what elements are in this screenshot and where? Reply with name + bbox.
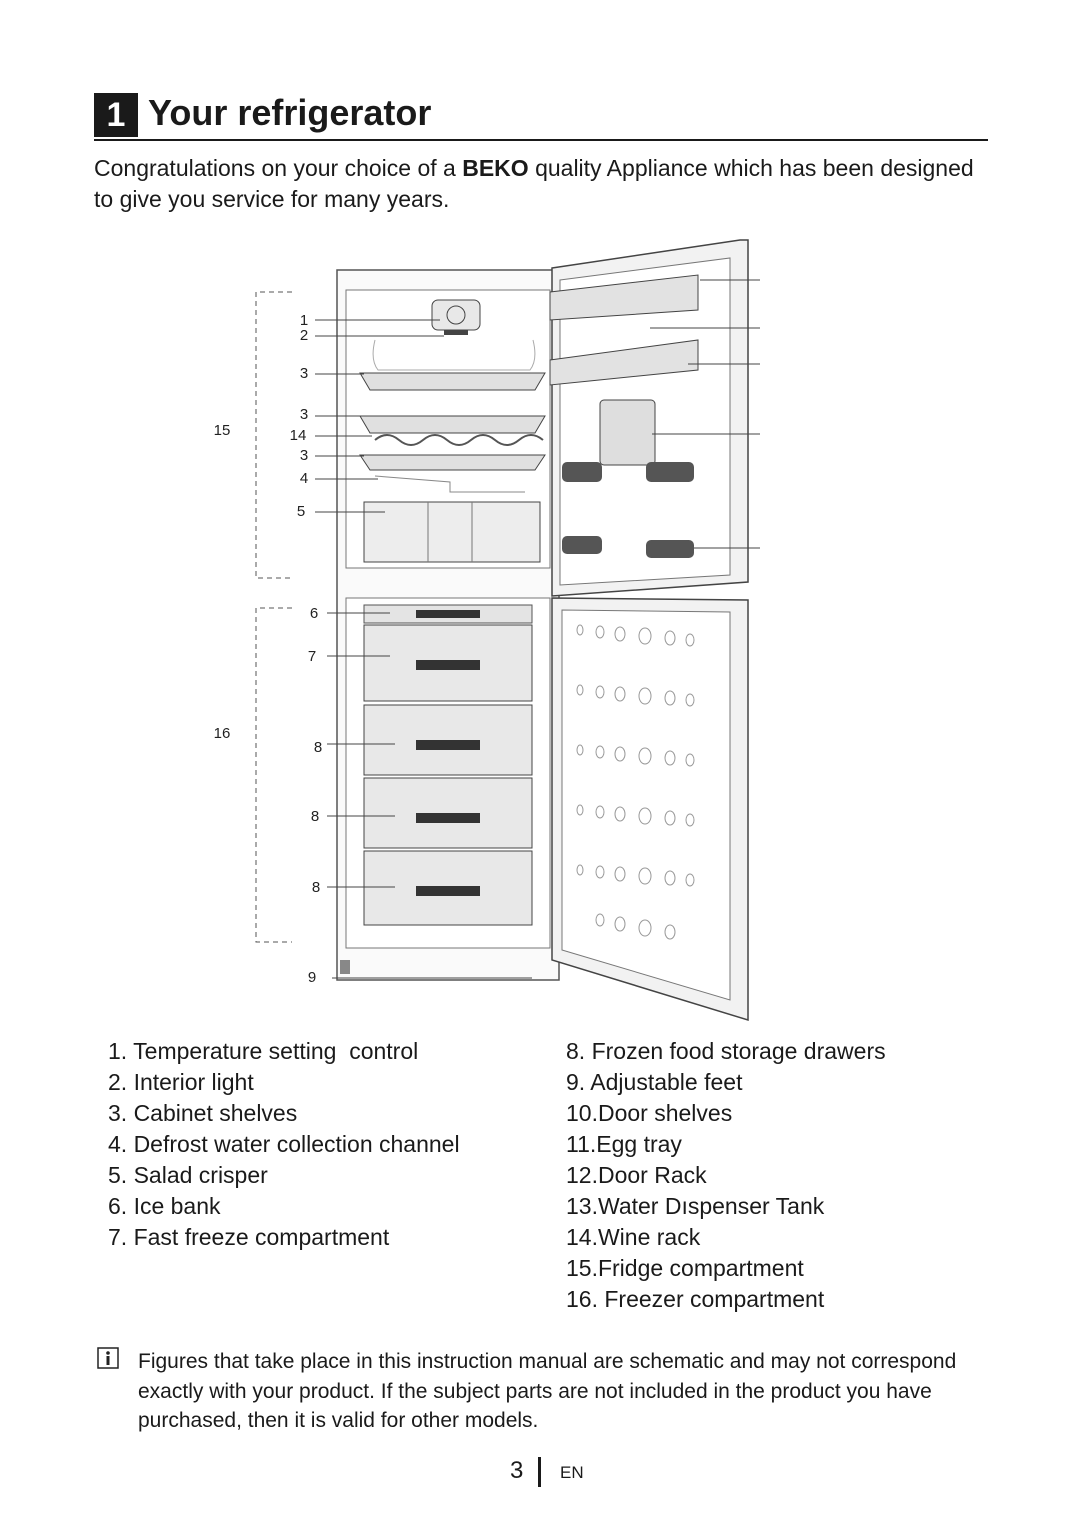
page-footer: 3 EN bbox=[0, 1455, 1080, 1489]
temperature-control-knob bbox=[431, 299, 481, 331]
callout-7: 7 bbox=[308, 648, 316, 665]
callout-8a: 8 bbox=[314, 739, 322, 756]
part-item: 9. Adjustable feet bbox=[566, 1069, 743, 1095]
parts-list-right: 8. Frozen food storage drawers 9. Adjust… bbox=[566, 1036, 886, 1315]
part-item: 1. Temperature setting control bbox=[108, 1038, 419, 1064]
part-item: 7. Fast freeze compartment bbox=[108, 1224, 390, 1250]
intro-text-start: Congratulations on your choice of a bbox=[94, 155, 463, 181]
part-item: 12.Door Rack bbox=[566, 1162, 707, 1188]
section-header: 1 Your refrigerator bbox=[94, 92, 988, 141]
page-number: 3 bbox=[510, 1457, 524, 1484]
group-label-16: 16 bbox=[214, 725, 231, 742]
refrigerator-diagram: 1 2 3 3 14 3 4 5 6 7 8 8 8 9 15 16 10 11… bbox=[200, 220, 760, 1030]
section-number: 1 bbox=[94, 93, 138, 137]
salad-crisper bbox=[363, 501, 541, 563]
door-rack bbox=[646, 540, 694, 558]
callout-4: 4 bbox=[300, 470, 308, 487]
part-item: 8. Frozen food storage drawers bbox=[566, 1038, 886, 1064]
part-item: 16. Freezer compartment bbox=[566, 1286, 825, 1312]
info-icon bbox=[97, 1347, 119, 1369]
door-rack bbox=[646, 462, 694, 482]
callout-8b: 8 bbox=[311, 808, 319, 825]
group-label-15: 15 bbox=[214, 422, 231, 439]
callout-3a: 3 bbox=[300, 365, 308, 382]
callout-9: 9 bbox=[308, 969, 316, 986]
cabinet-shelf bbox=[359, 372, 546, 391]
part-item: 11.Egg tray bbox=[566, 1131, 682, 1157]
door-rack bbox=[562, 536, 602, 554]
callout-1: 1 bbox=[300, 312, 308, 329]
part-item: 10.Door shelves bbox=[566, 1100, 733, 1126]
left-callout-numbers: 1 2 3 3 14 3 4 5 6 7 8 8 8 9 15 16 bbox=[214, 312, 323, 986]
adjustable-foot bbox=[340, 960, 350, 974]
defrost-channel bbox=[374, 475, 525, 493]
section-title: Your refrigerator bbox=[148, 92, 432, 133]
part-item: 6. Ice bank bbox=[108, 1193, 221, 1219]
cabinet-shelf bbox=[359, 454, 546, 471]
part-item: 15.Fridge compartment bbox=[566, 1255, 804, 1281]
language-code: EN bbox=[560, 1463, 584, 1482]
water-dispenser-tank bbox=[599, 399, 656, 466]
callout-14: 14 bbox=[290, 427, 307, 444]
part-item: 2. Interior light bbox=[108, 1069, 254, 1095]
wine-rack bbox=[374, 434, 544, 446]
door-dimples bbox=[576, 624, 695, 940]
freezer-bracket bbox=[255, 607, 292, 943]
callout-8c: 8 bbox=[312, 879, 320, 896]
door-rack bbox=[562, 462, 602, 482]
cabinet-shelf bbox=[359, 415, 546, 434]
fridge-bracket bbox=[255, 291, 292, 579]
interior-light bbox=[444, 330, 468, 335]
callout-2: 2 bbox=[300, 327, 308, 344]
footer-divider bbox=[538, 1457, 541, 1487]
part-item: 13.Water Dıspenser Tank bbox=[566, 1193, 825, 1219]
callout-6: 6 bbox=[310, 605, 318, 622]
part-item: 4. Defrost water collection channel bbox=[108, 1131, 460, 1157]
part-item: 3. Cabinet shelves bbox=[108, 1100, 298, 1126]
note-text: Figures that take place in this instruct… bbox=[138, 1350, 957, 1432]
callout-3b: 3 bbox=[300, 406, 308, 423]
callout-5: 5 bbox=[297, 503, 305, 520]
brand-name: BEKO bbox=[462, 155, 529, 181]
parts-list-left: 1. Temperature setting control 2. Interi… bbox=[108, 1036, 460, 1253]
part-item: 5. Salad crisper bbox=[108, 1162, 268, 1188]
part-item: 14.Wine rack bbox=[566, 1224, 701, 1250]
callout-3c: 3 bbox=[300, 447, 308, 464]
intro-paragraph: Congratulations on your choice of a BEKO… bbox=[94, 153, 994, 215]
door-shelf bbox=[549, 274, 699, 321]
door-shelf bbox=[549, 339, 699, 386]
intro-text-end: quality Appliance which has been designe… bbox=[94, 155, 974, 212]
